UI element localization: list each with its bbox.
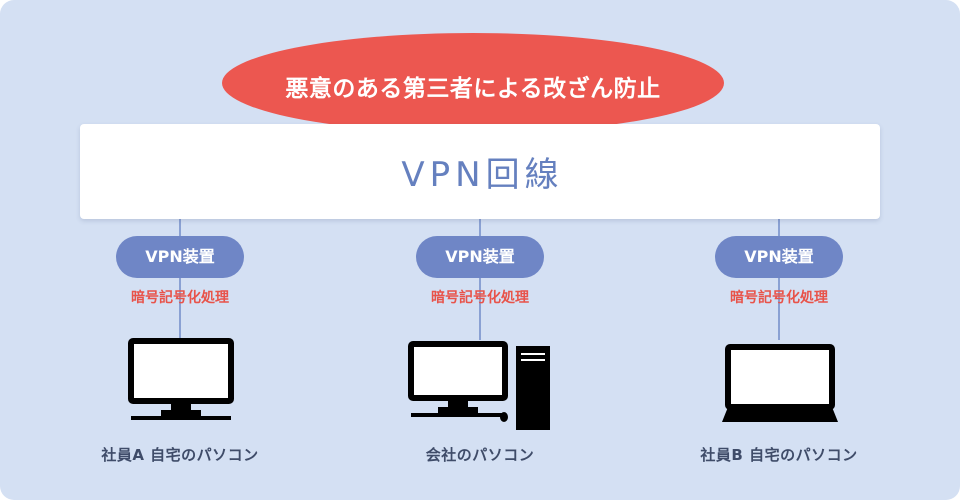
- vpn-device-pill: VPN装置: [416, 236, 544, 278]
- encryption-label: 暗号記号化処理: [131, 290, 229, 306]
- vpn-device-pill: VPN装置: [715, 236, 843, 278]
- node-employee-a: VPN装置 暗号記号化処理: [30, 236, 330, 308]
- tamper-prevention-banner: 悪意のある第三者による改ざん防止: [222, 33, 724, 133]
- caption-employee-a: 社員A 自宅のパソコン: [101, 446, 259, 464]
- laptop-icon: [722, 344, 838, 422]
- banner-text: 悪意のある第三者による改ざん防止: [285, 76, 661, 102]
- encryption-label: 暗号記号化処理: [431, 290, 529, 306]
- vpn-line-box: VPN回線: [80, 124, 880, 219]
- encryption-label: 暗号記号化処理: [730, 290, 828, 306]
- caption-employee-b: 社員B 自宅のパソコン: [700, 446, 858, 464]
- node-company: VPN装置 暗号記号化処理: [330, 236, 630, 308]
- caption-company: 会社のパソコン: [425, 446, 535, 464]
- node-employee-b: VPN装置 暗号記号化処理: [629, 236, 929, 308]
- desktop-tower-pc-icon: [408, 341, 550, 430]
- vpn-line-title: VPN回線: [401, 155, 564, 195]
- desktop-monitor-icon: [128, 338, 234, 420]
- vpn-device-pill: VPN装置: [116, 236, 244, 278]
